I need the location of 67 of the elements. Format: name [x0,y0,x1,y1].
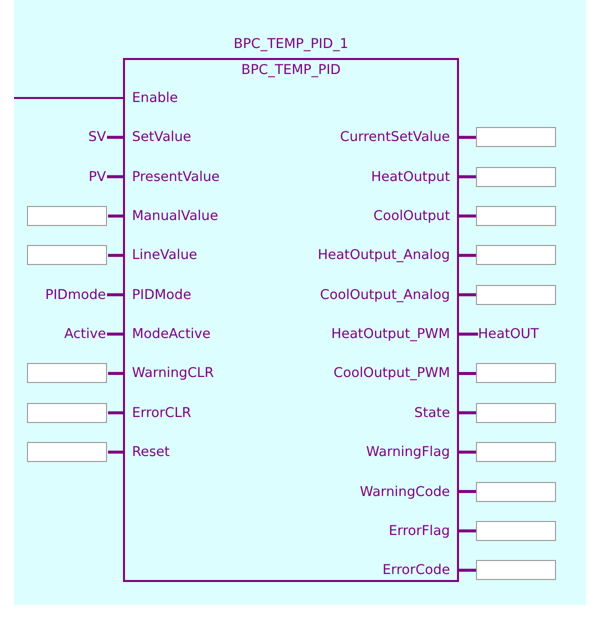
input-pin-label: ManualValue [123,206,218,226]
block-type-name: BPC_TEMP_PID [240,62,342,78]
output-pin-label: CoolOutput_PWM [334,363,459,384]
input-pin-label: WarningCLR [123,363,214,384]
connection-line [459,136,476,139]
connection-line [107,293,123,296]
variable-name: PIDmode [45,284,106,305]
output-pin-label: State [414,402,459,423]
connection-line [108,450,123,454]
input-pin-label: PIDMode [123,284,192,305]
connection-line [459,411,476,414]
variable-name: HeatOUT [478,324,539,344]
instance-name: BPC_TEMP_PID_1 [232,36,350,52]
input-pin-label: Enable [123,88,178,108]
variable-name: PV [88,166,106,187]
input-pin-label: ErrorCLR [123,402,192,423]
empty-variable-field [476,442,556,462]
connection-line [108,214,123,218]
empty-variable-field [476,482,556,502]
variable-name: SV [88,127,106,148]
empty-variable-field [476,284,556,305]
empty-variable-field [476,245,556,266]
connection-line [14,97,123,99]
connection-line [459,490,476,493]
connection-line [459,450,476,454]
output-pin-label: CoolOutput [373,206,459,226]
input-pin-label: PresentValue [123,166,220,187]
output-pin-label: ErrorCode [382,560,459,580]
connection-line [459,568,476,572]
connection-line [108,254,123,257]
input-pin-label: SetValue [123,127,192,148]
output-pin-label: HeatOutput [371,166,459,187]
empty-variable-field [476,363,556,384]
connection-line [459,332,478,336]
output-pin-label: ErrorFlag [388,520,459,541]
empty-variable-field [476,206,556,226]
variable-name: Active [64,324,106,344]
connection-line [107,136,123,139]
output-pin-label: HeatOutput_PWM [331,324,459,344]
empty-variable-field [476,560,556,580]
output-pin-label: HeatOutput_Analog [318,245,459,266]
output-pin-label: WarningCode [360,482,459,502]
empty-variable-field [27,363,107,384]
empty-variable-field [27,206,107,226]
connection-line [107,332,123,336]
output-pin-label: CoolOutput_Analog [320,284,459,305]
connection-line [459,529,476,532]
input-pin-label: ModeActive [123,324,211,344]
connection-line [459,254,476,257]
connection-line [459,293,476,296]
input-pin-label: LineValue [123,245,198,266]
empty-variable-field [476,166,556,187]
empty-variable-field [27,245,107,266]
empty-variable-field [476,127,556,148]
empty-variable-field [27,402,107,423]
connection-line [459,372,476,375]
output-pin-label: CurrentSetValue [340,127,459,148]
empty-variable-field [27,442,107,462]
output-pin-label: WarningFlag [366,442,459,462]
empty-variable-field [476,402,556,423]
connection-line [459,214,476,218]
input-pin-label: Reset [123,442,170,462]
empty-variable-field [476,520,556,541]
connection-line [459,175,476,178]
connection-line [107,175,123,178]
connection-line [108,411,123,414]
connection-line [108,372,123,375]
